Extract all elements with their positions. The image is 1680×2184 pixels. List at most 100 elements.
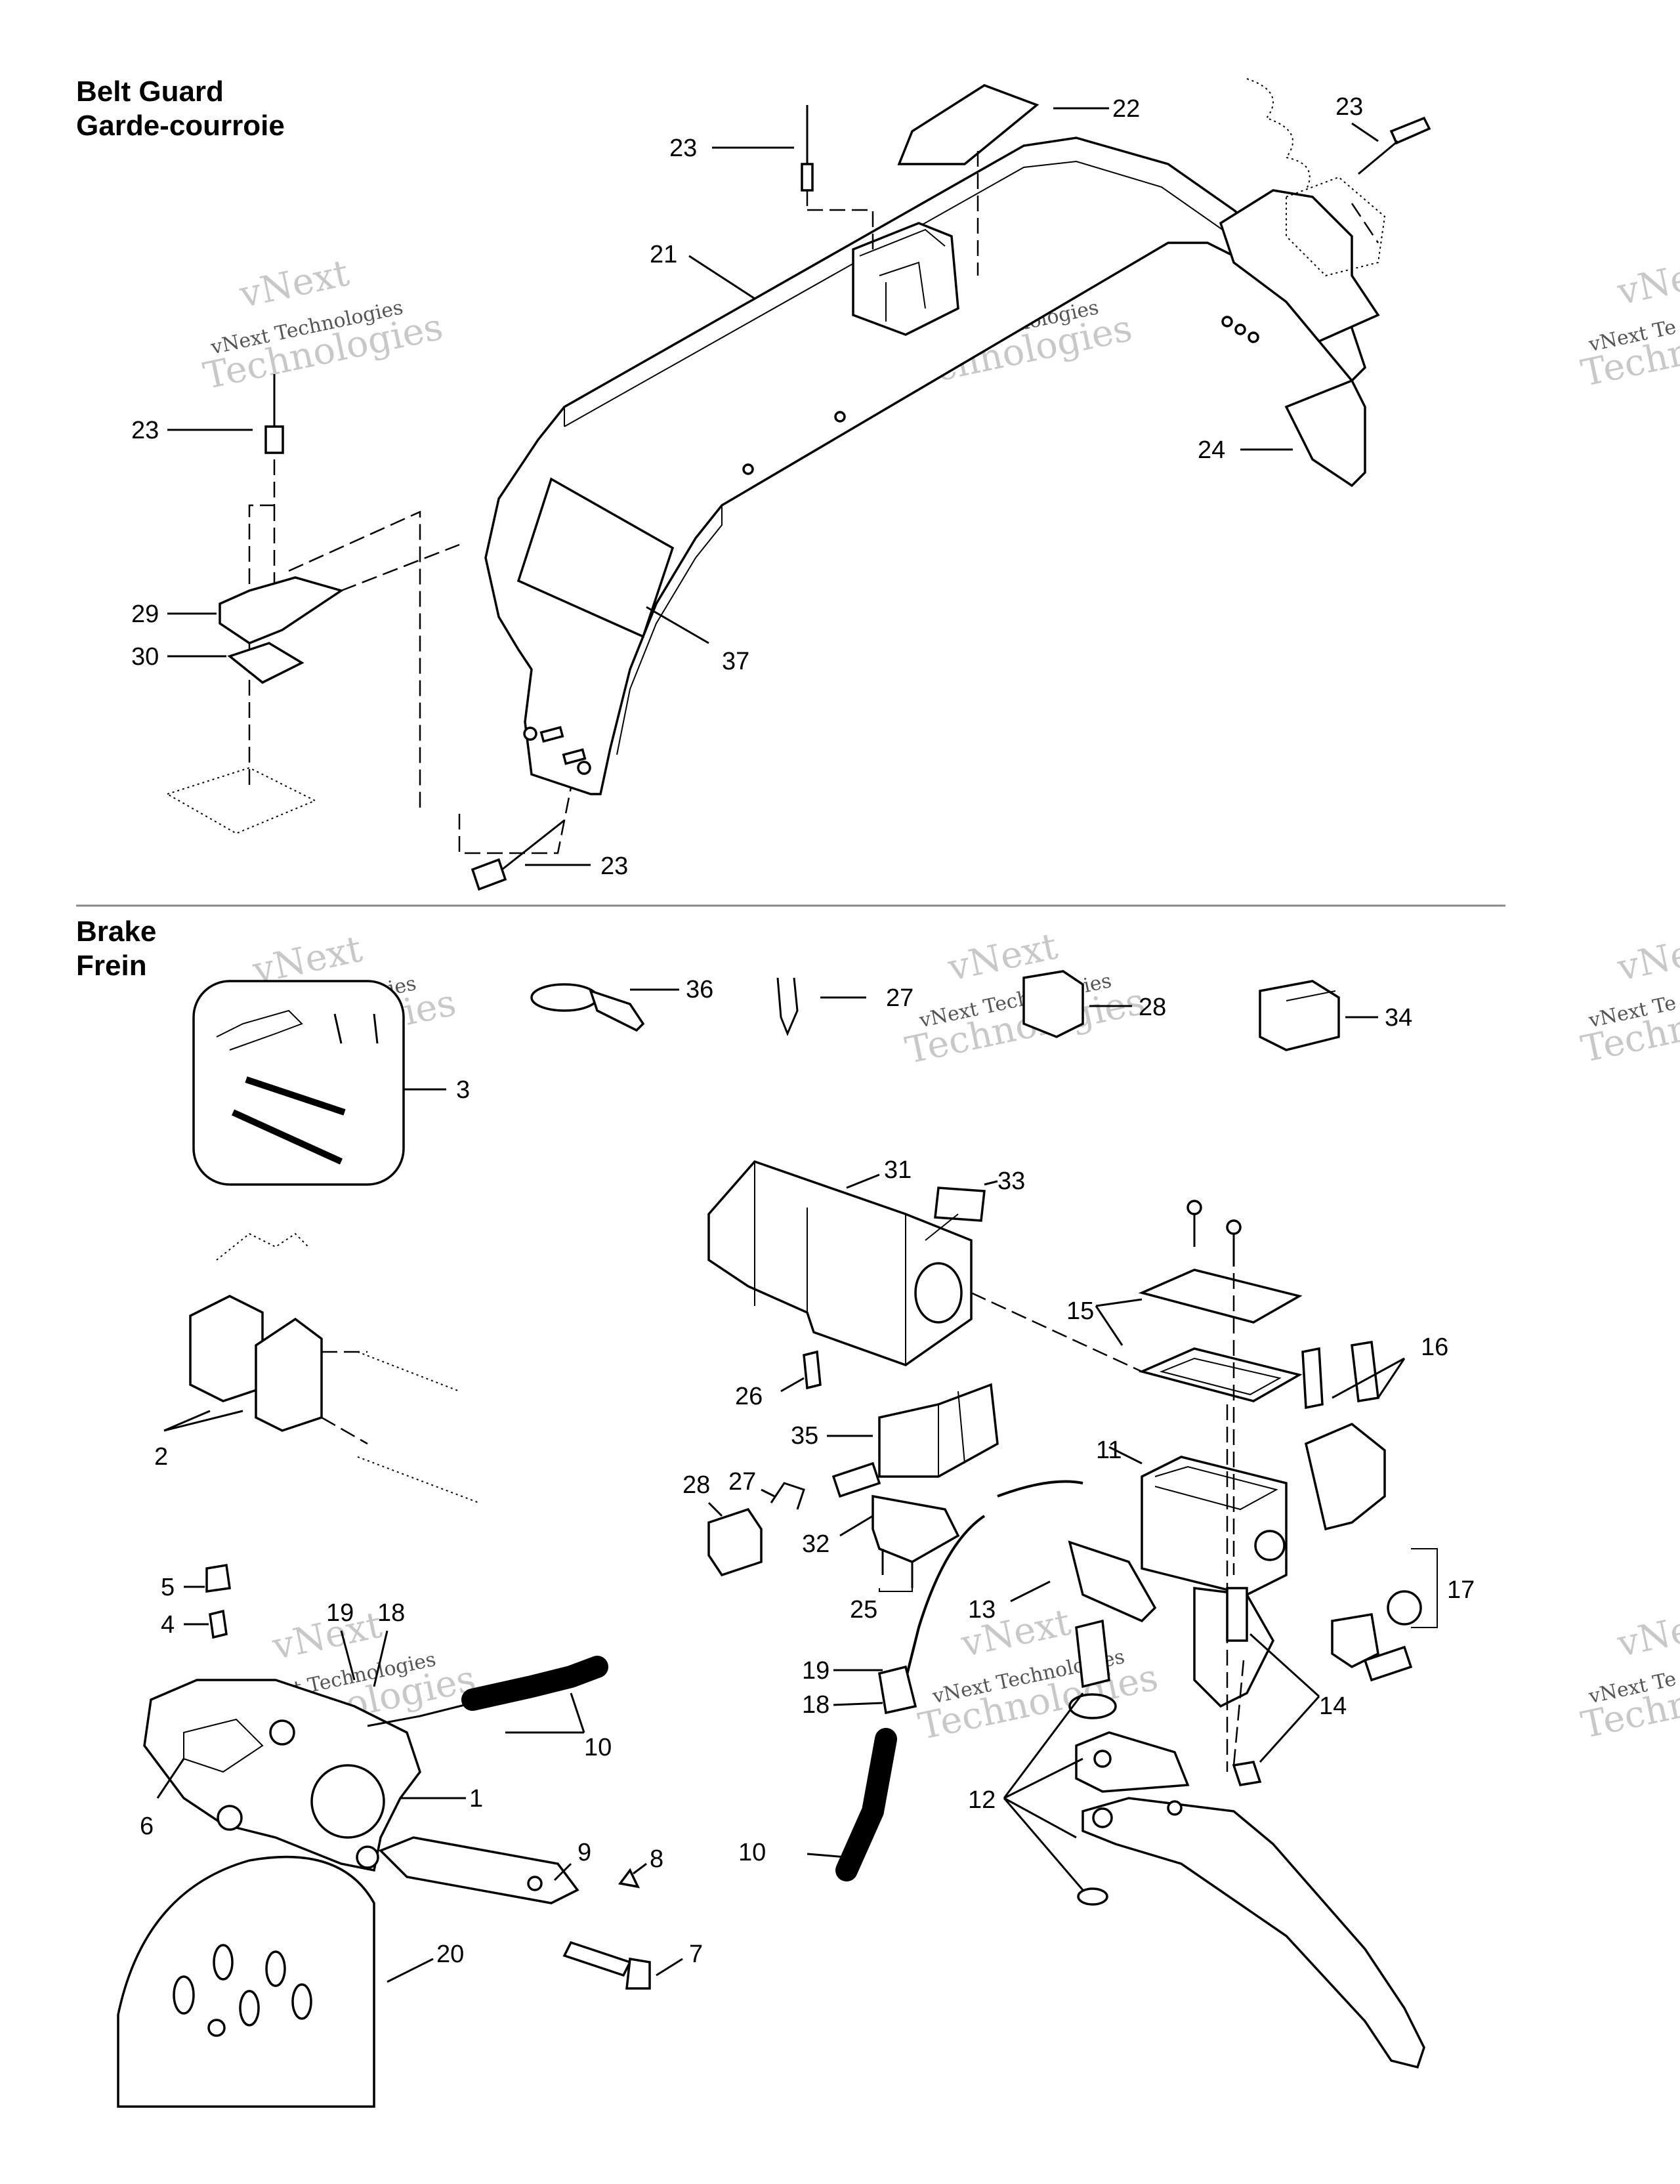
master-cylinder-drawing <box>707 1160 1438 2069</box>
bracket-24-plate <box>1284 379 1366 488</box>
leader-line <box>570 1692 585 1733</box>
bracket-32 <box>872 1494 960 1563</box>
hose-fitting-18 <box>878 1665 917 1715</box>
leader-line <box>163 1410 243 1432</box>
kit-clip <box>333 1013 343 1044</box>
callout-24: 24 <box>1198 436 1225 464</box>
kit-spring <box>216 1009 303 1051</box>
bolt-14 <box>1226 1587 1248 1642</box>
lever-pivot-plate <box>1075 1731 1190 1793</box>
leader-line <box>656 1958 683 1977</box>
leader-line <box>1003 1797 1084 1891</box>
switch-plunger <box>831 1461 881 1498</box>
brake-kit-drawing <box>192 970 1378 1186</box>
brake-kit-callouts: 36 27 28 34 3 <box>456 976 1412 1104</box>
leader-line <box>846 1173 880 1189</box>
e-clip <box>1077 1887 1108 1906</box>
callout-21: 21 <box>650 241 677 268</box>
cable-fitting-13 <box>1068 1540 1157 1623</box>
callout-7: 7 <box>689 1941 703 1968</box>
callout-12: 12 <box>968 1786 996 1814</box>
bolt-head <box>625 1957 651 1990</box>
hole <box>1234 324 1246 335</box>
callout-23: 23 <box>1335 93 1363 121</box>
leader-line <box>156 1758 185 1799</box>
callout-10: 10 <box>738 1839 766 1866</box>
callout-23: 23 <box>600 852 628 880</box>
watermark: vNext vNext Technologies Technologies <box>902 925 1148 1072</box>
leader-line <box>633 1862 647 1875</box>
bolt-shank <box>562 1941 632 1977</box>
slot <box>539 726 564 743</box>
belt-guard-callouts: 22 23 23 21 23 24 29 30 37 23 <box>131 93 1363 880</box>
belt-guard-drawing <box>165 78 1431 891</box>
rivet-pin <box>1358 140 1398 175</box>
leader-line <box>1377 1358 1406 1398</box>
hole <box>577 761 591 775</box>
caliper-window <box>183 1718 264 1773</box>
callout-8: 8 <box>650 1845 663 1873</box>
watermark: vNe vNext Te Techn <box>1578 933 1680 1071</box>
rivet-pin <box>501 819 565 871</box>
leader-line <box>1108 1446 1143 1465</box>
callout-15: 15 <box>1066 1297 1094 1325</box>
bolt-16 <box>1351 1340 1379 1403</box>
callout-20: 20 <box>436 1941 464 1968</box>
connector-detail <box>1286 990 1336 1001</box>
callout-17: 17 <box>1447 1576 1475 1604</box>
leader-line <box>1332 1357 1405 1399</box>
callout-16: 16 <box>1421 1334 1448 1361</box>
washer <box>1068 1693 1117 1719</box>
leader-line <box>780 1377 805 1393</box>
callout-18: 18 <box>802 1691 830 1719</box>
cable-tie-36 <box>530 983 598 1012</box>
pin-17 <box>1363 1645 1413 1682</box>
svg-text:vNext: vNext <box>236 252 353 317</box>
decal-33 <box>934 1186 986 1222</box>
caliper-bolt <box>269 1719 295 1746</box>
belt-guard-edge <box>564 407 723 755</box>
diaphragm-inner <box>1159 1357 1282 1396</box>
callout-13: 13 <box>968 1596 996 1624</box>
latch-detail <box>859 228 946 322</box>
leader-line <box>1259 1695 1320 1763</box>
callout-25: 25 <box>850 1596 877 1624</box>
callout-14: 14 <box>1319 1692 1347 1720</box>
kit-pin <box>245 1076 346 1116</box>
alignment-line <box>458 787 572 854</box>
leader-line <box>340 1630 356 1681</box>
spring-26 <box>803 1350 822 1390</box>
bracket-25 <box>879 1588 913 1592</box>
brake-pad <box>255 1317 323 1432</box>
callout-2: 2 <box>154 1443 168 1471</box>
callout-3: 3 <box>456 1076 470 1104</box>
washer-8 <box>618 1868 640 1889</box>
connector-34 <box>1259 980 1340 1051</box>
leader-line <box>373 1630 388 1687</box>
diaphragm <box>1138 1347 1303 1402</box>
kit-3-box <box>192 980 405 1186</box>
latch <box>852 222 959 336</box>
caliper-piston <box>310 1764 385 1839</box>
belt-guard-title-en: Belt Guard <box>76 75 224 108</box>
connector-28 <box>1022 970 1084 1038</box>
brake-title-en: Brake <box>76 915 157 948</box>
callout-10: 10 <box>584 1734 612 1761</box>
rivet <box>264 425 284 454</box>
disc-slot <box>213 1944 234 1981</box>
callout-29: 29 <box>131 600 159 628</box>
leader-line <box>163 1410 211 1432</box>
bracket-9 <box>378 1836 579 1904</box>
hole <box>742 463 754 475</box>
cable-tie-head <box>589 989 645 1032</box>
callout-28: 28 <box>1139 994 1166 1021</box>
plate-30 <box>227 642 304 684</box>
callout-34: 34 <box>1385 1004 1412 1032</box>
callout-22: 22 <box>1112 95 1140 123</box>
nut-14 <box>1232 1761 1262 1786</box>
callout-27: 27 <box>886 984 914 1012</box>
reservoir-11 <box>1141 1456 1288 1596</box>
pivot-bolt <box>1075 1619 1110 1689</box>
section-title-brake: Brake Frein <box>76 915 156 983</box>
callout-23: 23 <box>669 135 697 162</box>
